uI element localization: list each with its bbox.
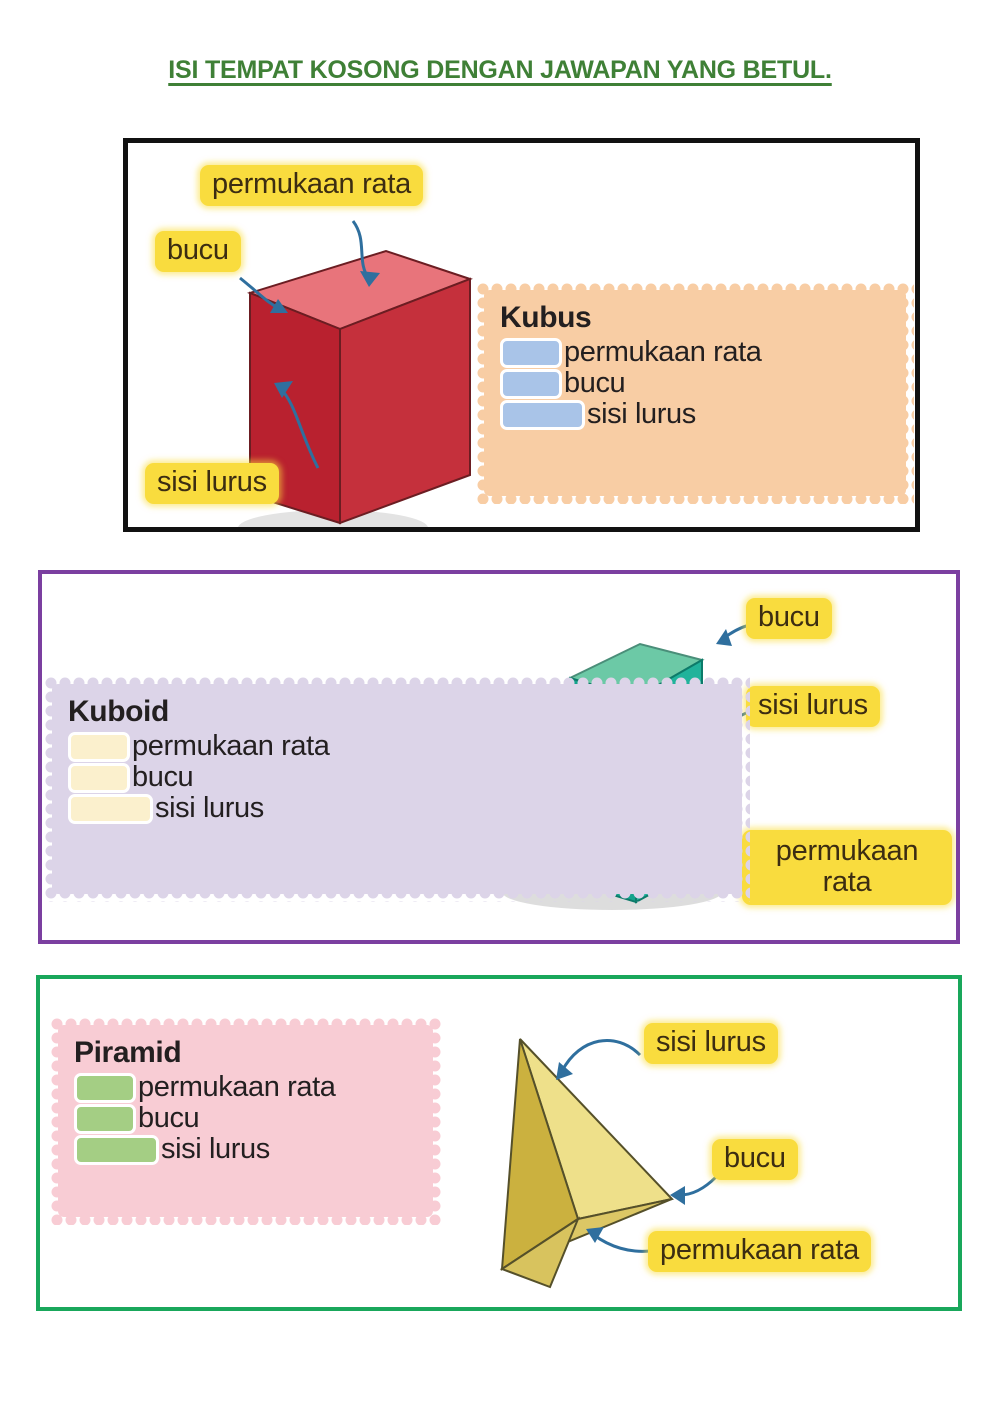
infobox-kuboid: Kuboid permukaan rata bucu sisi lurus bbox=[52, 684, 742, 894]
answer-blank-bucu[interactable] bbox=[68, 762, 130, 793]
infobox-kuboid-label-permukaan-rata: permukaan rata bbox=[132, 730, 330, 762]
callout-sisi-lurus: sisi lurus bbox=[746, 686, 880, 727]
pyramid-illustration bbox=[499, 1038, 674, 1289]
callout-sisi-lurus: sisi lurus bbox=[145, 463, 279, 504]
answer-blank-permukaan-rata[interactable] bbox=[500, 337, 562, 368]
answer-blank-sisi-lurus[interactable] bbox=[74, 1134, 159, 1165]
infobox-piramid-label-sisi-lurus: sisi lurus bbox=[161, 1133, 270, 1165]
infobox-kuboid-row-permukaan-rata: permukaan rata bbox=[68, 730, 726, 762]
answer-blank-sisi-lurus[interactable] bbox=[68, 793, 153, 824]
answer-blank-sisi-lurus[interactable] bbox=[500, 399, 585, 430]
infobox-kubus-row-permukaan-rata: permukaan rata bbox=[500, 336, 888, 368]
infobox-kubus-row-bucu: bucu bbox=[500, 367, 888, 399]
callout-bucu: bucu bbox=[746, 598, 832, 639]
answer-blank-permukaan-rata[interactable] bbox=[68, 731, 130, 762]
infobox-piramid: Piramid permukaan rata bucu sisi lurus bbox=[58, 1025, 433, 1217]
infobox-piramid-label-permukaan-rata: permukaan rata bbox=[138, 1071, 336, 1103]
callout-permukaan-rata: permukaan rata bbox=[742, 830, 952, 906]
cube-arrows bbox=[239, 220, 380, 469]
callout-bucu: bucu bbox=[712, 1139, 798, 1180]
infobox-kubus-label-bucu: bucu bbox=[564, 367, 626, 399]
cube-illustration bbox=[238, 249, 473, 527]
infobox-kuboid-row-bucu: bucu bbox=[68, 761, 726, 793]
callout-permukaan-rata: permukaan rata bbox=[648, 1231, 871, 1272]
infobox-piramid-row-permukaan-rata: permukaan rata bbox=[74, 1071, 417, 1103]
infobox-kuboid-label-sisi-lurus: sisi lurus bbox=[155, 792, 264, 824]
infobox-kubus-title: Kubus bbox=[500, 301, 592, 334]
pyramid-arrows bbox=[556, 1039, 718, 1253]
answer-blank-permukaan-rata[interactable] bbox=[74, 1072, 136, 1103]
callout-permukaan-rata: permukaan rata bbox=[200, 165, 423, 206]
infobox-kuboid-title: Kuboid bbox=[68, 695, 169, 728]
infobox-kubus-label-permukaan-rata: permukaan rata bbox=[564, 336, 762, 368]
page-title: ISI TEMPAT KOSONG DENGAN JAWAPAN YANG BE… bbox=[168, 56, 832, 84]
answer-blank-bucu[interactable] bbox=[500, 368, 562, 399]
callout-sisi-lurus: sisi lurus bbox=[644, 1023, 778, 1064]
infobox-kuboid-label-bucu: bucu bbox=[132, 761, 194, 793]
answer-blank-bucu[interactable] bbox=[74, 1103, 136, 1134]
infobox-piramid-label-bucu: bucu bbox=[138, 1102, 200, 1134]
infobox-kubus-row-sisi-lurus: sisi lurus bbox=[500, 398, 888, 430]
infobox-piramid-row-bucu: bucu bbox=[74, 1102, 417, 1134]
infobox-piramid-row-sisi-lurus: sisi lurus bbox=[74, 1133, 417, 1165]
infobox-piramid-title: Piramid bbox=[74, 1036, 182, 1069]
infobox-kubus-label-sisi-lurus: sisi lurus bbox=[587, 398, 696, 430]
infobox-kuboid-row-sisi-lurus: sisi lurus bbox=[68, 792, 726, 824]
infobox-kubus: Kubus permukaan rata bucu sisi lurus bbox=[484, 290, 904, 495]
callout-bucu: bucu bbox=[155, 231, 241, 272]
